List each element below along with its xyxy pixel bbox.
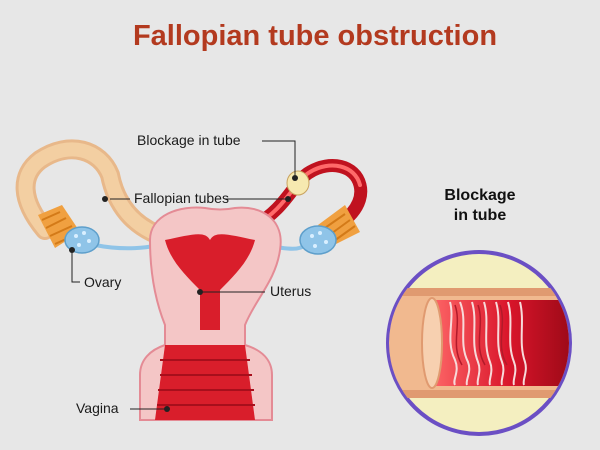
label-blockage-in-tube: Blockage in tube <box>137 132 241 148</box>
label-ovary: Ovary <box>84 274 122 290</box>
leader-dot-uterus <box>197 289 203 295</box>
label-uterus: Uterus <box>270 283 312 299</box>
leader-lines <box>71 140 296 410</box>
uterus <box>139 206 282 421</box>
inset-title-line1: Blockage <box>444 187 516 204</box>
inset-title-line2: in tube <box>453 207 507 224</box>
inset-title: Blockage in tube <box>400 186 560 226</box>
leader-dot-blockage <box>292 175 298 181</box>
leader-dot-vagina <box>164 406 170 412</box>
leader-dot-fallopian-left <box>102 196 108 202</box>
leader-dot-ovary <box>69 247 75 253</box>
magnified-tube-inset <box>386 250 572 436</box>
label-vagina: Vagina <box>76 400 119 416</box>
leader-dot-fallopian-right <box>285 196 291 202</box>
label-fallopian-tubes: Fallopian tubes <box>134 190 229 206</box>
diagram-title: Fallopian tube obstruction <box>132 20 498 52</box>
